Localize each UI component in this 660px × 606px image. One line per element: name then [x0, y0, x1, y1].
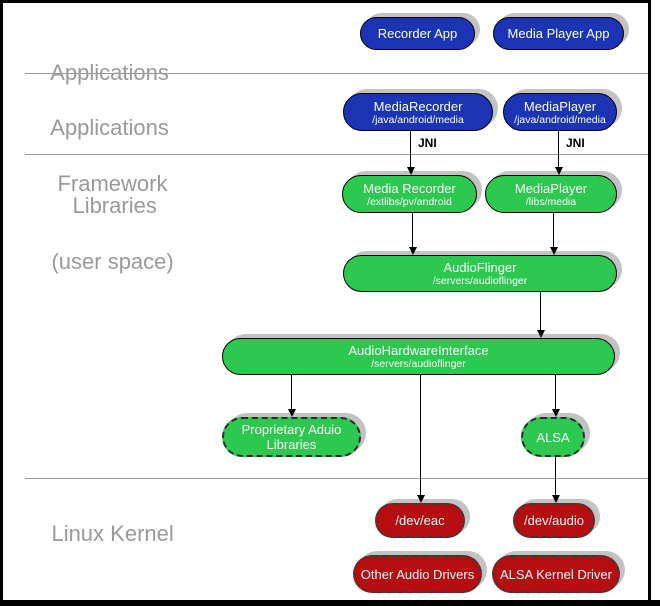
section-label-text: Linux Kernel: [51, 521, 174, 546]
diagram-bottom-border: [0, 600, 660, 606]
node-media-player-app: Media Player App: [493, 17, 624, 50]
node-sublabel: /servers/audioflinger: [432, 275, 528, 287]
node-label: Media Player App: [507, 26, 610, 41]
section-label-libraries: Libraries (user space): [27, 164, 174, 304]
node-label: Recorder App: [377, 26, 458, 41]
section-label-text: (user space): [51, 249, 174, 274]
node-label: /dev/audio: [524, 513, 584, 528]
node-sublabel: /libs/media: [525, 195, 577, 208]
node-mediaplayer-framework: MediaPlayer/java/android/media: [503, 93, 617, 131]
section-label-applications: Applications: [27, 31, 169, 115]
node-label: Other Audio Drivers: [360, 566, 475, 582]
jni-label: JNI: [418, 136, 437, 150]
node-mediarecorder-framework: MediaRecorder/java/android/media: [343, 93, 493, 131]
node-label: Proprietary Aduio: [241, 422, 342, 437]
arrowhead-down-icon: [408, 247, 417, 255]
node-alsa: ALSA: [521, 417, 585, 457]
node-recorder-app: Recorder App: [360, 17, 475, 50]
section-label-linux-kernel: Linux Kernel: [27, 492, 174, 576]
node-label: MediaPlayer: [514, 180, 588, 196]
section-label-text: Applications: [50, 115, 169, 140]
section-divider-framework: [25, 154, 648, 155]
node-alsa-kernel-driver: ALSA Kernel Driver: [492, 555, 620, 593]
node-media-recorder-lib: Media Recorder/extlibs/pv/android: [342, 175, 477, 213]
arrowhead-down-icon: [287, 409, 296, 417]
section-label-text: Libraries: [72, 193, 157, 218]
node-sublabel: /extlibs/pv/android: [367, 195, 452, 208]
connector-line: [553, 213, 554, 248]
diagram-border: [0, 0, 651, 600]
node-label: AudioFlinger: [443, 260, 517, 275]
node-label-line2: Libraries: [266, 437, 317, 452]
connector-line: [540, 292, 541, 331]
node-label: MediaRecorder: [373, 98, 463, 114]
node-mediaplayer-lib: MediaPlayer/libs/media: [485, 175, 617, 213]
node-sublabel: /java/android/media: [514, 113, 606, 126]
connector-line: [558, 131, 559, 168]
connector-line: [410, 131, 411, 168]
connector-line: [291, 375, 292, 410]
node-label: ALSA Kernel Driver: [500, 566, 612, 582]
section-divider-kernel: [25, 478, 648, 479]
node-other-audio-drivers: Other Audio Drivers: [353, 555, 482, 593]
arrowhead-down-icon: [551, 495, 560, 503]
node-label: ALSA: [536, 429, 570, 445]
node-sublabel: /servers/audioflinger: [371, 358, 466, 370]
section-divider-applications: [25, 73, 648, 74]
node-label: AudioHardwareInterface: [348, 343, 489, 358]
connector-line: [420, 375, 421, 496]
node-sublabel: /java/android/media: [372, 113, 464, 126]
arrowhead-down-icon: [406, 167, 415, 175]
node-label: MediaPlayer: [523, 98, 597, 114]
arrowhead-down-icon: [549, 247, 558, 255]
node-dev-audio: /dev/audio: [513, 503, 595, 538]
arrowhead-down-icon: [536, 330, 545, 338]
connector-line: [412, 213, 413, 248]
connector-line: [555, 457, 556, 496]
connector-line: [555, 375, 556, 410]
node-label: Media Recorder: [363, 180, 456, 196]
section-label-applications-framework: Applications Framework: [27, 86, 169, 226]
node-dev-eac: /dev/eac: [375, 503, 465, 538]
jni-label: JNI: [566, 136, 585, 150]
node-audioflinger: AudioFlinger/servers/audioflinger: [343, 255, 617, 292]
arrowhead-down-icon: [416, 495, 425, 503]
node-label: /dev/eac: [395, 513, 445, 528]
arrowhead-down-icon: [554, 167, 563, 175]
arrowhead-down-icon: [551, 409, 560, 417]
section-label-text: Framework: [57, 171, 168, 196]
node-audiohardwareinterface: AudioHardwareInterface/servers/audioflin…: [222, 338, 615, 375]
section-label-text: Applications: [50, 60, 169, 85]
